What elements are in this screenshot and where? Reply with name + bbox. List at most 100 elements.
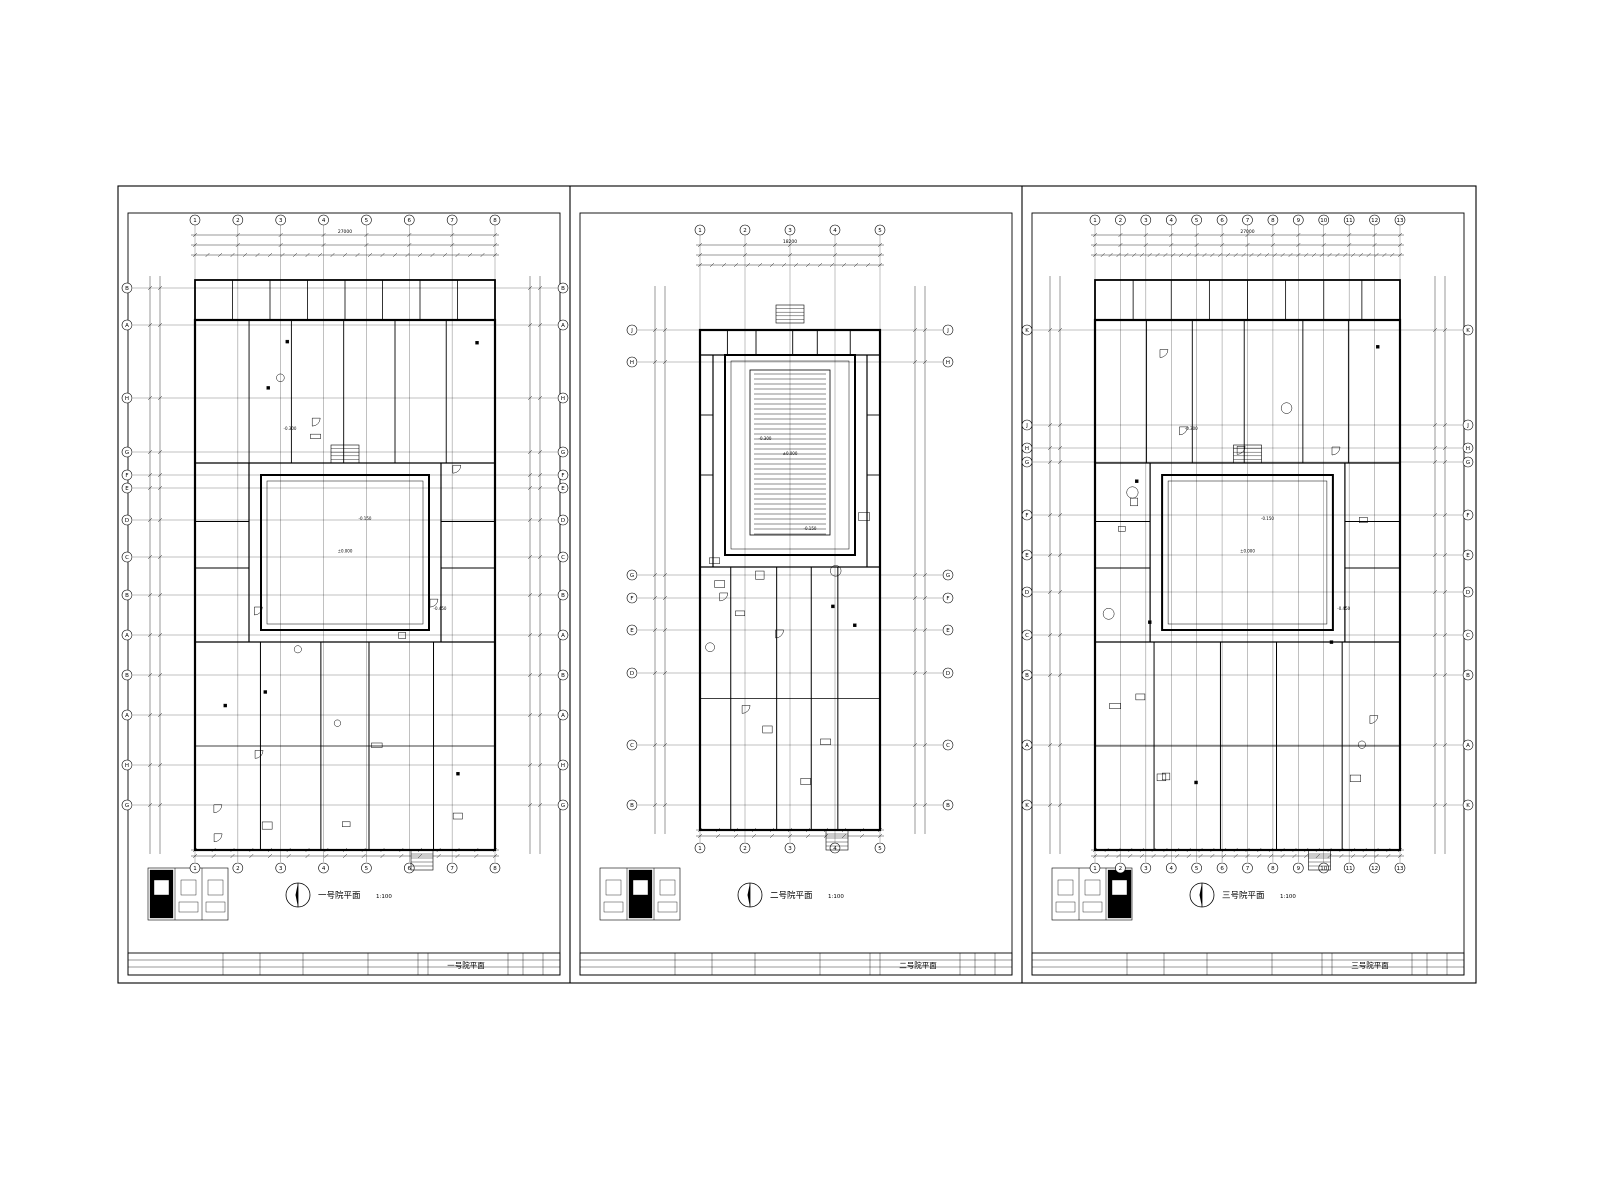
dimension-tick <box>249 853 254 859</box>
dimension-tick <box>652 327 658 333</box>
key-plan-block <box>178 901 199 913</box>
dimension-tick <box>450 242 455 248</box>
axis-bubble-circle <box>1343 862 1355 874</box>
dimension-tick <box>217 252 223 258</box>
axis-bubble-circle <box>626 799 638 811</box>
axis-bubble-top: 5 <box>874 224 886 236</box>
annotations: ±0.000-0.300-0.150 <box>759 436 817 531</box>
axis-bubble-circle <box>403 214 415 226</box>
column-mark <box>456 771 460 776</box>
axis-bubble-top: 13 <box>1394 214 1406 226</box>
elevation-mark: -0.300 <box>284 426 297 431</box>
dimension-tick <box>1198 853 1203 859</box>
dimension-tick <box>442 252 448 258</box>
dimension-tick <box>280 252 285 258</box>
axis-bubble-top: 4 <box>829 224 841 236</box>
axis-bubble-label: 2 <box>743 846 747 852</box>
axis-bubble-label: 12 <box>1371 866 1378 872</box>
axis-bubble-right: B <box>1462 669 1474 681</box>
fixture <box>1130 497 1138 507</box>
axis-bubble-label: 4 <box>322 866 326 872</box>
column-mark <box>853 623 857 627</box>
door-swing <box>1179 426 1188 436</box>
dimension-tick <box>407 232 412 238</box>
axis-bubble-label: 6 <box>1220 218 1224 224</box>
axis-bubble-label: J <box>1025 423 1028 429</box>
axis-bubble-circle <box>1165 862 1177 874</box>
dimension-tick <box>787 242 793 248</box>
dimension-tick <box>342 252 348 258</box>
dimension-tick <box>527 449 533 455</box>
axis-bubble-top: 1 <box>1089 214 1101 226</box>
axis-bubble-label: B <box>125 673 129 679</box>
key-plan-court <box>605 879 622 896</box>
axis-bubble-circle <box>942 569 954 581</box>
axis-bubble-label: 2 <box>236 218 240 224</box>
title-block-frame <box>127 952 561 976</box>
dimension-tick <box>1249 252 1254 258</box>
axis-bubble-label: 3 <box>788 846 792 852</box>
axis-bubble-bottom: 1 <box>189 862 201 874</box>
axis-bubble-label: B <box>1025 673 1029 679</box>
dimension-tick <box>1057 459 1063 465</box>
axis-bubble-circle <box>1021 419 1033 431</box>
axis-bubble-left: C <box>626 739 638 751</box>
axis-bubble-circle <box>942 324 954 336</box>
dimension-tick <box>436 853 441 859</box>
courtyard-hatch-frame <box>749 369 831 536</box>
dimension-tick <box>1397 232 1403 238</box>
axis-bubble-left: H <box>626 356 638 368</box>
axis-bubble-label: 2 <box>743 228 747 234</box>
axis-bubble-label: 4 <box>1170 866 1174 872</box>
dimension-tick <box>912 742 918 748</box>
axis-bubble-left: A <box>121 709 133 721</box>
dimension-tick <box>467 252 473 258</box>
dimension-tick <box>662 359 668 365</box>
axis-bubble-label: E <box>1025 553 1029 559</box>
dimension-tick <box>1358 252 1364 258</box>
dimension-tick <box>805 833 811 839</box>
axis-bubble-label: D <box>1466 590 1470 596</box>
dimension-tick <box>192 252 198 258</box>
courtyard-wall <box>260 474 430 631</box>
dimension-tick <box>1268 853 1274 859</box>
elevation-mark: ±0.000 <box>338 549 353 554</box>
dimension-tick <box>1288 252 1293 258</box>
dimension-tick <box>1397 242 1403 248</box>
axis-bubble-label: B <box>561 286 565 292</box>
axis-bubble-bottom: 11 <box>1343 862 1355 874</box>
axis-bubble-label: 9 <box>1297 218 1301 224</box>
dimension-tick <box>1442 632 1448 638</box>
dimension-tick <box>769 833 775 839</box>
dimension-tick <box>1280 252 1285 258</box>
partitions <box>700 330 880 830</box>
axis-bubble-circle <box>189 862 201 874</box>
column-mark <box>475 341 479 345</box>
axis-bubble-circle <box>275 214 287 226</box>
dimension-tick <box>1362 853 1367 859</box>
dimension-tick <box>450 232 455 238</box>
axis-bubble-left: G <box>121 446 133 458</box>
axis-bubble-label: 5 <box>1195 866 1199 872</box>
axis-bubble-right: F <box>557 469 569 481</box>
dimension-tick <box>157 712 163 718</box>
dimension-tick <box>1432 445 1438 451</box>
axis-bubble-top: 7 <box>1242 214 1253 226</box>
axis-bubble-circle <box>1394 862 1406 874</box>
dimension-tick <box>1202 252 1207 258</box>
dimension-tick <box>537 449 543 455</box>
axis-bubble-circle <box>1242 214 1253 226</box>
axis-bubble-right: H <box>557 759 569 771</box>
axis-bubble-circle <box>694 842 706 854</box>
dimension-tick <box>1245 232 1250 238</box>
axis-bubble-top: 6 <box>403 214 415 226</box>
axis-bubble-circle <box>1021 456 1033 468</box>
axis-bubble-left: E <box>121 482 133 494</box>
dimension-tick <box>751 833 757 839</box>
north-arrow-head <box>747 883 750 907</box>
dimension-tick <box>829 262 835 268</box>
key-plan-court <box>1057 879 1074 896</box>
axis-bubble-label: 4 <box>833 846 837 852</box>
dimension-tick <box>1432 552 1438 558</box>
